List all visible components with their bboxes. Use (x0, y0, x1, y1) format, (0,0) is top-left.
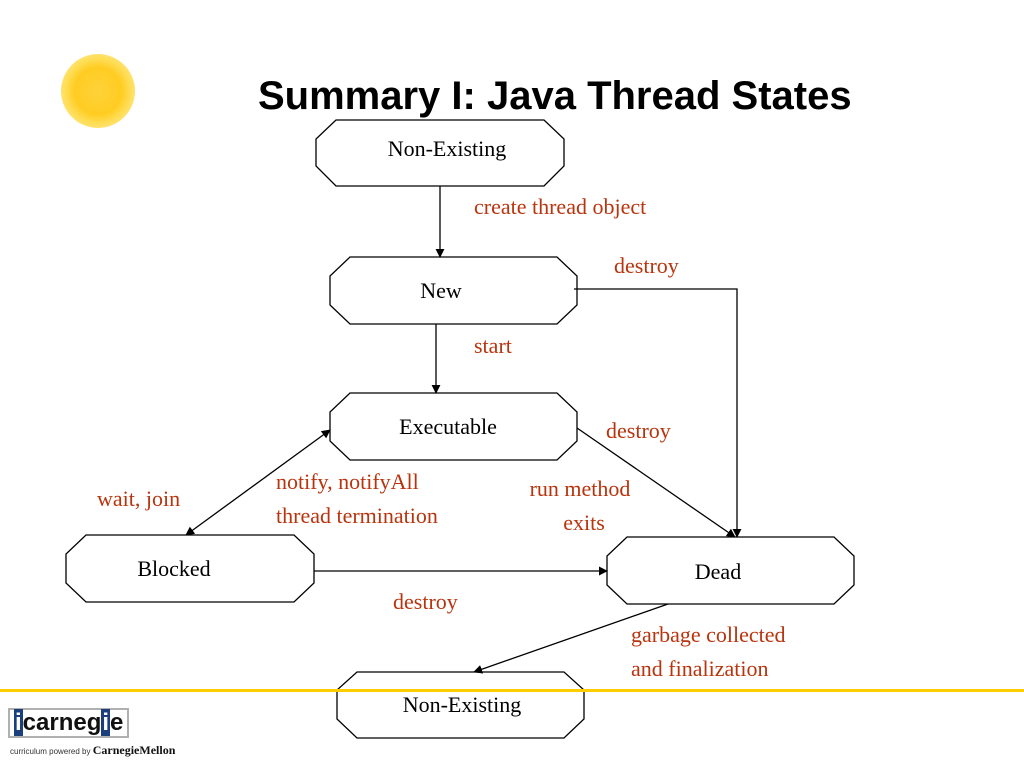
arrow-run-method-exits (576, 427, 736, 538)
label-run-method-line1: run method (530, 476, 631, 501)
logo-tagline: curriculum powered by CarnegieMellon (10, 743, 175, 758)
state-non-existing-bottom-shape (336, 671, 585, 739)
arrow-new-destroy (574, 288, 742, 538)
label-garbage-collected-line1: garbage collected (631, 622, 786, 647)
state-dead-shape (606, 536, 855, 605)
logo-i-mark: i (14, 709, 23, 736)
state-non-existing-bottom-label: Non-Existing (403, 692, 522, 717)
arrow-garbage-collected (473, 603, 669, 674)
state-executable-shape (329, 392, 578, 461)
label-wait-join: wait, join (97, 486, 180, 511)
label-destroy-blocked: destroy (393, 589, 458, 614)
label-create-thread-object: create thread object (474, 194, 646, 219)
logo-tagline-text: curriculum powered by (10, 747, 91, 756)
label-destroy-executable: destroy (606, 418, 671, 443)
state-new-label: New (420, 278, 462, 303)
icarnegie-logo: icarnegie (8, 708, 130, 738)
state-new-shape (329, 256, 578, 325)
state-non-existing-top-label: Non-Existing (388, 136, 507, 161)
logo-i-mark-2: i (101, 709, 111, 736)
logo-partner-name: CarnegieMellon (92, 743, 176, 757)
label-destroy-new: destroy (614, 253, 679, 278)
label-notify-line1: notify, notifyAll (276, 469, 419, 494)
state-non-existing-top-shape (315, 119, 565, 187)
label-notify-line2: thread termination (276, 503, 438, 528)
arrow-wait-notify (185, 429, 331, 536)
slide-title: Summary I: Java Thread States (258, 74, 852, 118)
label-run-method-line2: exits (563, 510, 605, 535)
state-blocked-label: Blocked (137, 556, 210, 581)
label-start: start (474, 333, 512, 358)
state-executable-label: Executable (399, 414, 497, 439)
state-dead-label: Dead (695, 559, 741, 584)
label-garbage-collected-line2: and finalization (631, 656, 768, 681)
state-blocked-shape (65, 534, 315, 603)
footer-divider (0, 689, 1024, 692)
sun-decoration-icon (61, 54, 135, 128)
